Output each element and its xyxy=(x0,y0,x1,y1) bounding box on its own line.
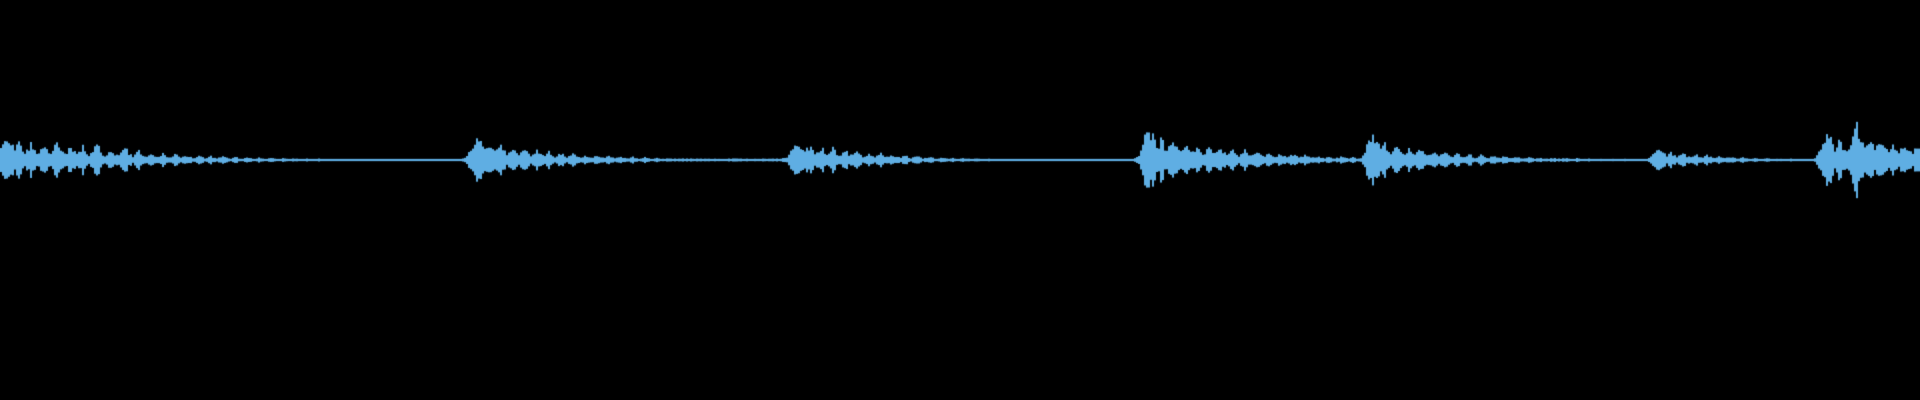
waveform-plot[interactable] xyxy=(0,0,1920,400)
audio-waveform-viewer[interactable] xyxy=(0,0,1920,400)
